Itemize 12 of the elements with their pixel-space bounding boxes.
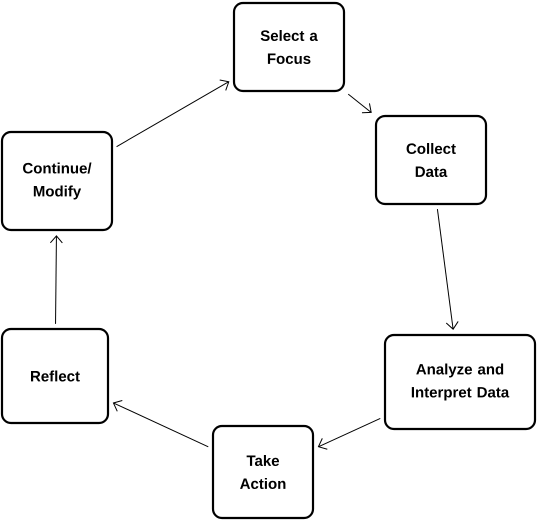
process-box: Continue/ Modify — [0, 130, 114, 232]
process-box: Take Action — [212, 424, 314, 520]
process-box: Select a Focus — [232, 2, 346, 92]
arrow — [50, 235, 63, 324]
arrow — [112, 400, 209, 448]
process-box: Analyze and Interpret Data — [384, 334, 536, 430]
process-box: Collect Data — [374, 114, 488, 206]
arrow — [116, 80, 230, 148]
arrow — [436, 208, 459, 330]
process-box: Reflect — [0, 328, 110, 424]
arrow — [318, 418, 381, 450]
arrow — [348, 94, 372, 114]
